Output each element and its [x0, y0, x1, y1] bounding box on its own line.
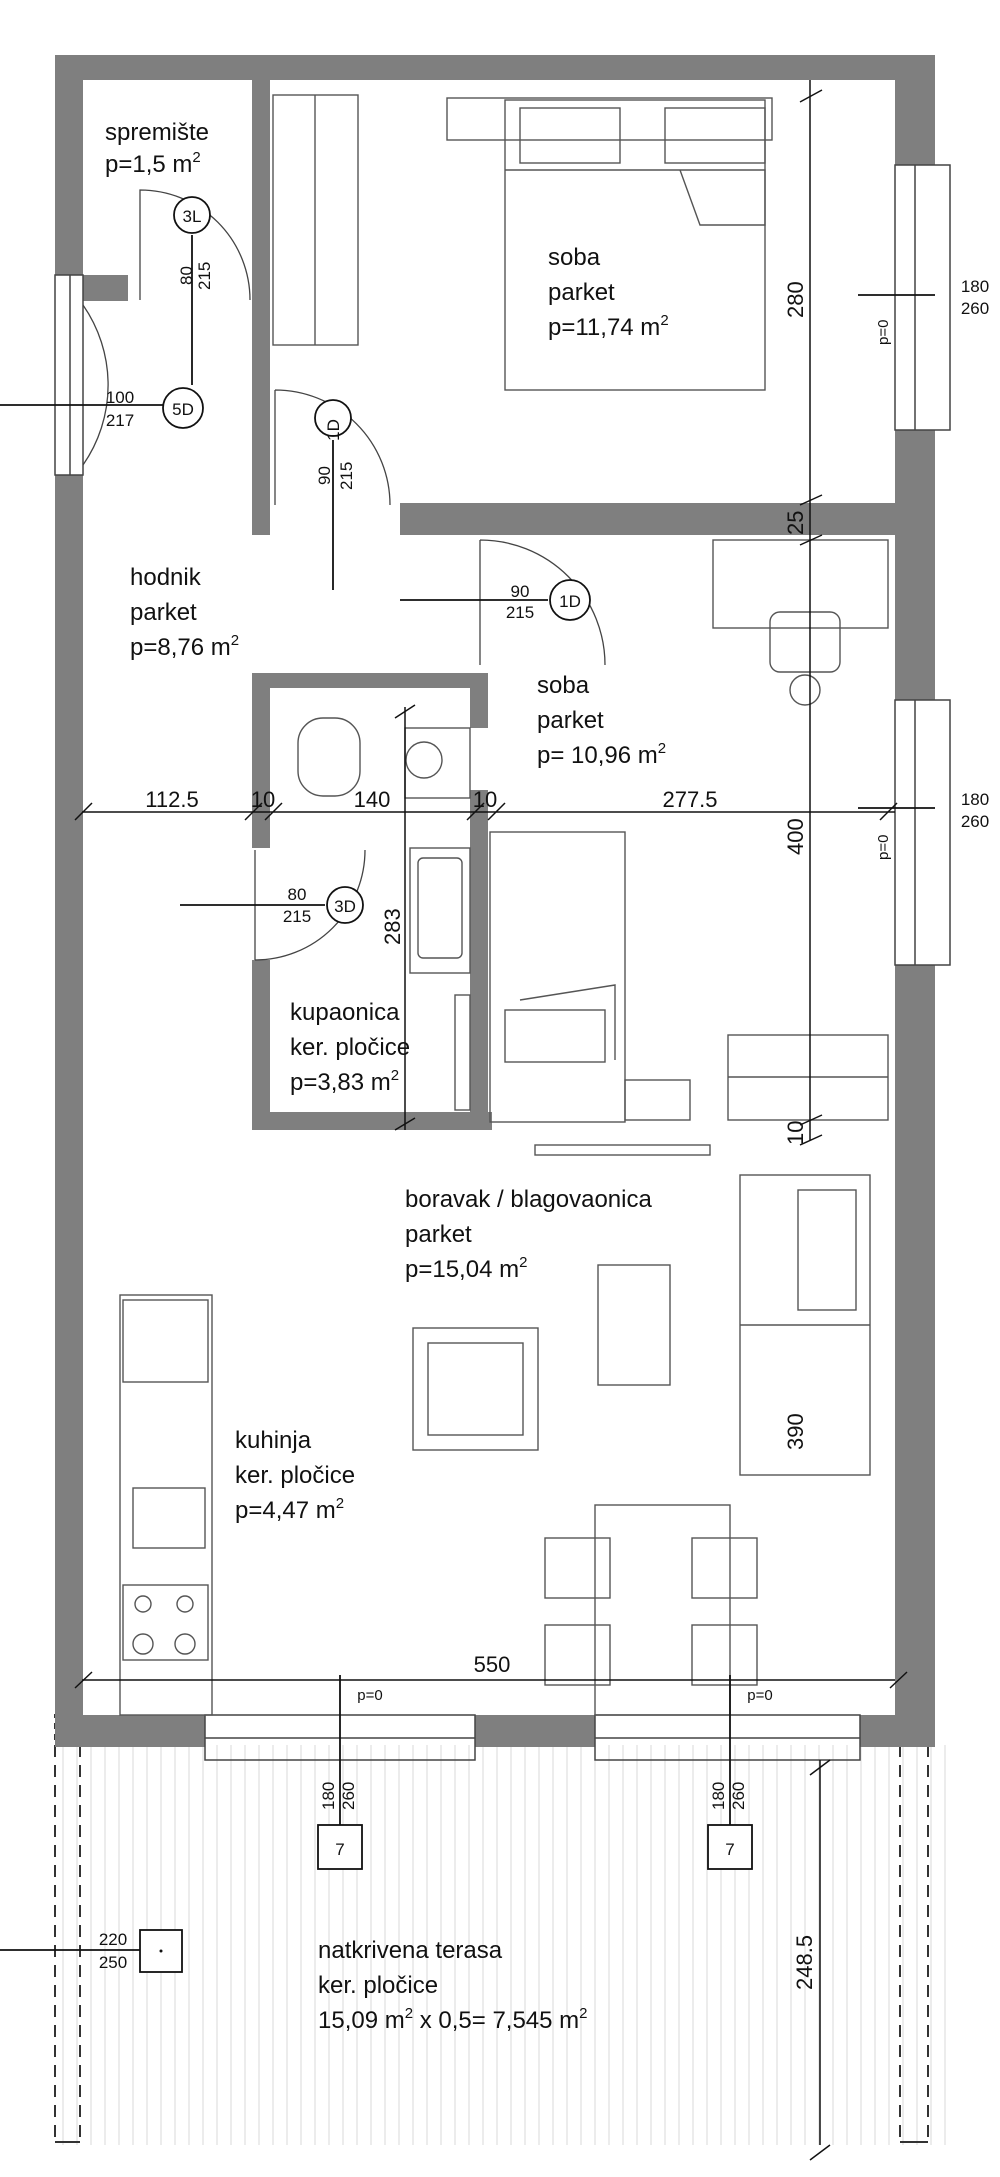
svg-text:p=3,83 m2: p=3,83 m2	[290, 1067, 399, 1096]
door-tag-1D-b: 1D 90 215	[506, 579, 591, 622]
svg-text:180: 180	[319, 1782, 338, 1810]
svg-text:spremište: spremište	[105, 119, 209, 146]
room-label-bedroom2: soba parket p= 10,96 m2	[537, 672, 666, 769]
windows	[54, 164, 951, 1761]
window-label-2: 180 260 p=0	[875, 790, 989, 860]
svg-text:p=0: p=0	[875, 320, 892, 345]
svg-text:90: 90	[511, 582, 530, 601]
svg-text:215: 215	[195, 262, 214, 290]
walls	[55, 55, 935, 1747]
svg-text:ker. pločice: ker. pločice	[318, 1972, 438, 1999]
svg-text:3D: 3D	[334, 897, 356, 916]
svg-text:1D: 1D	[559, 592, 581, 611]
svg-text:p=4,47 m2: p=4,47 m2	[235, 1495, 344, 1524]
svg-text:15,09 m2 x 0,5= 7,545 m2: 15,09 m2 x 0,5= 7,545 m2	[318, 2005, 588, 2034]
dimension-lines	[74, 80, 908, 2161]
dim-390: 390	[783, 1413, 808, 1450]
window-tag-7b: 7 180 260	[707, 1782, 753, 1870]
dim-112: 112.5	[145, 787, 198, 812]
svg-text:220: 220	[99, 1930, 127, 1949]
svg-text:hodnik: hodnik	[130, 564, 202, 591]
room-label-living: boravak / blagovaonica parket p=15,04 m2	[405, 1186, 652, 1283]
svg-text:260: 260	[961, 299, 989, 318]
door-tag-1D-a: 1D 90 215	[314, 399, 356, 490]
svg-text:90: 90	[315, 466, 334, 485]
dim-10b: 10	[473, 787, 497, 812]
dim-550: 550	[474, 1652, 511, 1677]
svg-text:p=8,76 m2: p=8,76 m2	[130, 632, 239, 661]
svg-text:5D: 5D	[172, 400, 194, 419]
dimension-labels: 112.5 10 140 10 277.5 280 25 400 283 10 …	[145, 281, 817, 1990]
svg-text:p=11,74 m2: p=11,74 m2	[548, 312, 669, 341]
room-label-terrace: natkrivena terasa ker. pločice 15,09 m2 …	[318, 1937, 588, 2034]
svg-text:7: 7	[335, 1840, 344, 1859]
svg-text:215: 215	[283, 907, 311, 926]
svg-text:100: 100	[106, 388, 134, 407]
svg-text:kupaonica: kupaonica	[290, 999, 400, 1026]
svg-text:260: 260	[961, 812, 989, 831]
window-tag-terrace: 220 250	[99, 1929, 183, 1973]
svg-text:parket: parket	[548, 279, 615, 306]
svg-text:1D: 1D	[324, 419, 343, 441]
svg-text:p= 10,96 m2: p= 10,96 m2	[537, 740, 666, 769]
door-tag-3D: 3D 80 215	[283, 885, 364, 926]
dim-277: 277.5	[662, 787, 717, 812]
sill-label-a: p=0	[357, 1687, 382, 1704]
svg-text:260: 260	[729, 1782, 748, 1810]
leader-lines	[0, 235, 935, 1951]
svg-text:180: 180	[961, 277, 989, 296]
dim-248: 248.5	[792, 1935, 817, 1990]
svg-text:250: 250	[99, 1953, 127, 1972]
furniture	[119, 94, 889, 1716]
svg-text:260: 260	[339, 1782, 358, 1810]
window-tag-7a: 7 180 260	[317, 1782, 363, 1870]
dim-280: 280	[783, 281, 808, 318]
dim-400: 400	[783, 818, 808, 855]
door-swings	[82, 189, 606, 961]
svg-text:217: 217	[106, 411, 134, 430]
svg-text:215: 215	[337, 462, 356, 490]
svg-text:ker. pločice: ker. pločice	[235, 1462, 355, 1489]
room-label-bathroom: kupaonica ker. pločice p=3,83 m2	[290, 999, 410, 1096]
room-label-storage: spremište p=1,5 m2	[105, 119, 209, 178]
svg-text:kuhinja: kuhinja	[235, 1427, 312, 1454]
svg-text:soba: soba	[537, 672, 590, 699]
sill-label-b: p=0	[747, 1687, 772, 1704]
dim-10a: 10	[251, 787, 275, 812]
room-label-bedroom1: soba parket p=11,74 m2	[548, 244, 669, 341]
door-tag-3L: 3L 80 215	[173, 196, 214, 290]
svg-text:3L: 3L	[183, 207, 202, 226]
svg-text:ker. pločice: ker. pločice	[290, 1034, 410, 1061]
svg-text:parket: parket	[130, 599, 197, 626]
dim-283: 283	[380, 908, 405, 945]
room-label-kitchen: kuhinja ker. pločice p=4,47 m2	[235, 1427, 355, 1524]
dim-10c: 10	[783, 1121, 808, 1145]
dim-140: 140	[354, 787, 391, 812]
door-tag-5D: 5D 100 217	[106, 387, 204, 430]
svg-text:natkrivena terasa: natkrivena terasa	[318, 1937, 503, 1964]
svg-text:parket: parket	[537, 707, 604, 734]
svg-text:80: 80	[177, 266, 196, 285]
svg-text:7: 7	[725, 1840, 734, 1859]
dim-25: 25	[783, 511, 808, 535]
room-label-hallway: hodnik parket p=8,76 m2	[130, 564, 239, 661]
svg-text:p=0: p=0	[875, 835, 892, 860]
svg-text:180: 180	[709, 1782, 728, 1810]
window-label-1: 180 260 p=0	[875, 277, 989, 345]
svg-text:parket: parket	[405, 1221, 472, 1248]
svg-text:180: 180	[961, 790, 989, 809]
svg-text:80: 80	[288, 885, 307, 904]
svg-text:soba: soba	[548, 244, 601, 271]
svg-text:boravak / blagovaonica: boravak / blagovaonica	[405, 1186, 652, 1213]
terrace-area	[54, 1714, 950, 2145]
svg-text:p=15,04 m2: p=15,04 m2	[405, 1254, 527, 1283]
svg-text:215: 215	[506, 603, 534, 622]
svg-text:p=1,5 m2: p=1,5 m2	[105, 149, 201, 178]
